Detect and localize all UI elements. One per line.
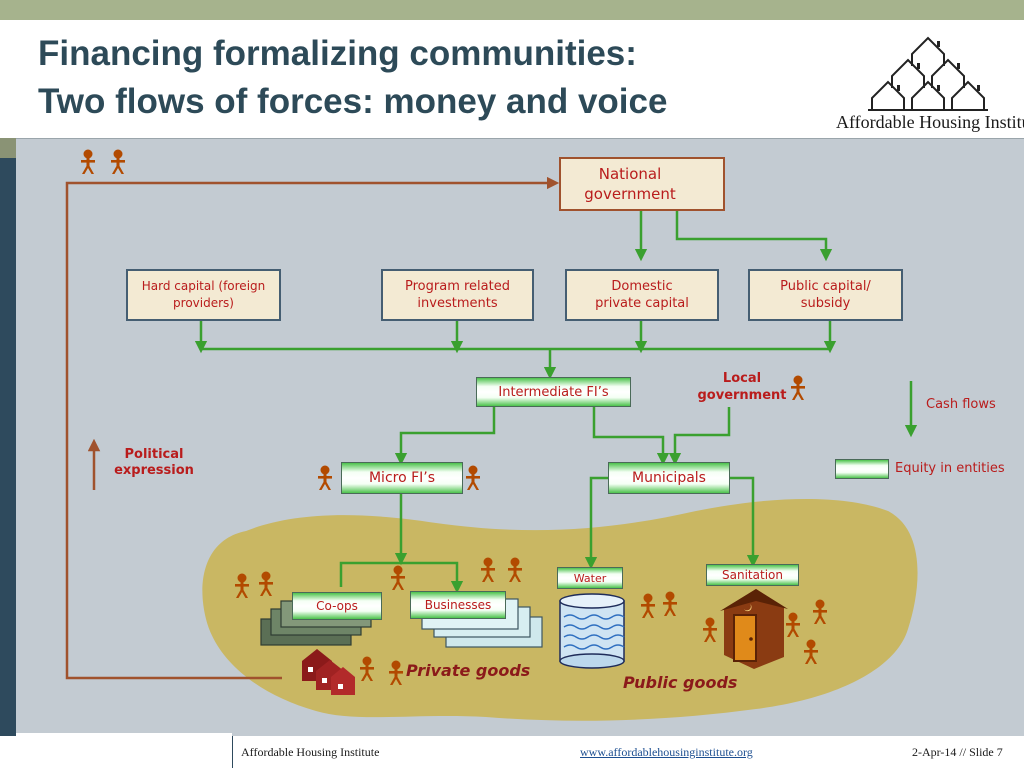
businesses-box: Businesses [410, 591, 506, 619]
public-capital-box: Public capital/ subsidy [748, 269, 903, 321]
micro-fi-label: Micro FI’s [368, 470, 436, 486]
intermediate-fi-box: Intermediate FI’s [476, 377, 631, 407]
political-feedback-line [65, 176, 560, 680]
local-government-label: Local government [697, 371, 787, 403]
coops-box: Co-ops [292, 592, 382, 620]
water-label: Water [573, 571, 607, 585]
footer-url-link[interactable]: www.affordablehousinginstitute.org [580, 745, 753, 759]
sanitation-box: Sanitation [706, 564, 799, 586]
left-accent-bar-top [0, 138, 16, 158]
domestic-capital-box: Domestic private capital [565, 269, 719, 321]
slide-title: Financing formalizing communities: Two f… [38, 30, 667, 126]
houses-logo-icon [868, 36, 988, 111]
hard-capital-label: Hard capital (foreign providers) [141, 279, 266, 310]
flow-diagram [65, 149, 918, 721]
sanitation-label: Sanitation [722, 568, 783, 582]
footer-separator [232, 732, 1024, 736]
cash-flows-label: Cash flows [926, 397, 996, 412]
businesses-label: Businesses [424, 598, 492, 612]
national-government-box: National government [559, 157, 725, 211]
program-investments-box: Program related investments [381, 269, 534, 321]
municipals-box: Municipals [608, 462, 730, 494]
political-expression-label: Political expression [114, 447, 194, 478]
cash-flow-lines [194, 211, 918, 594]
domestic-capital-label: Domestic private capital [595, 279, 689, 311]
private-goods-label: Private goods [406, 661, 531, 680]
footer-slide-number: 2-Apr-14 // Slide 7 [912, 745, 1003, 759]
houses-icon [302, 649, 355, 695]
equity-legend-label: Equity in entities [895, 461, 1005, 476]
footer-org: Affordable Housing Institute [241, 745, 380, 759]
coops-label: Co-ops [316, 599, 358, 613]
title-line-1: Financing formalizing communities: [38, 34, 637, 73]
public-goods-label: Public goods [623, 673, 738, 692]
micro-fi-box: Micro FI’s [341, 462, 463, 494]
water-barrel-icon [559, 593, 625, 669]
diagram-canvas: National government Hard capital (foreig… [16, 138, 1024, 733]
hard-capital-box: Hard capital (foreign providers) [126, 269, 281, 321]
title-line-2: Two flows of forces: money and voice [38, 82, 668, 121]
water-box: Water [557, 567, 623, 589]
intermediate-fi-label: Intermediate FI’s [498, 384, 609, 400]
public-capital-label: Public capital/ subsidy [780, 279, 871, 311]
footer [0, 736, 1024, 768]
left-accent-bar [0, 158, 16, 736]
logo-text: Affordable Housing Institute [836, 112, 1024, 132]
program-investments-label: Program related investments [405, 279, 510, 311]
national-government-label: National government [584, 165, 676, 203]
municipals-label: Municipals [632, 470, 706, 486]
outhouse-icon [720, 589, 788, 669]
top-accent-bar [0, 0, 1024, 20]
equity-legend-swatch [835, 459, 889, 479]
footer-divider [232, 736, 233, 768]
